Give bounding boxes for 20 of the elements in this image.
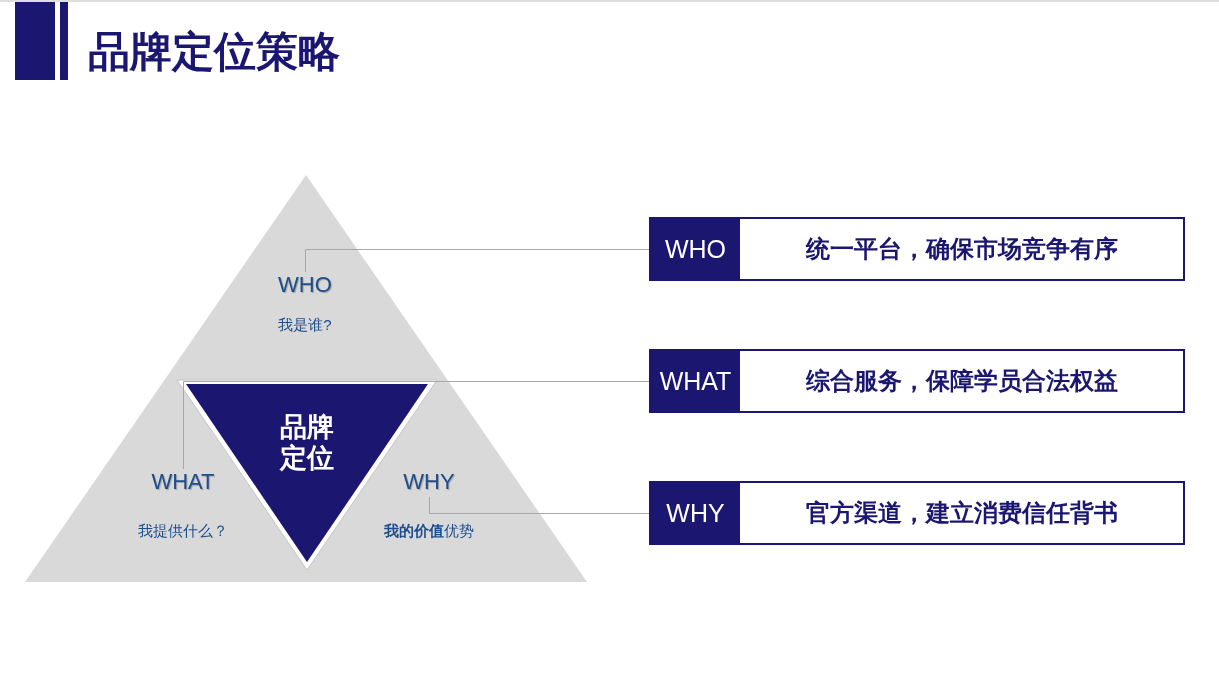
leader-line <box>429 496 650 514</box>
center-text: 品牌定位 <box>278 412 335 474</box>
statement-box <box>649 349 1185 413</box>
leader-line <box>183 381 650 470</box>
statement-text: 综合服务，保障学员合法权益 <box>805 366 1118 396</box>
heading-text: WHAT <box>151 469 215 495</box>
question-text: 我是谁? <box>278 315 332 335</box>
category-tab: WHY <box>651 483 740 543</box>
heading-text: WHY <box>403 469 455 495</box>
leader-line <box>305 249 650 273</box>
heading-text: WHO <box>278 272 332 298</box>
question-text: 我提供什么？ <box>138 521 228 541</box>
statement-text: 官方渠道，建立消费信任背书 <box>805 498 1118 528</box>
question-text: 我的价值优势 <box>384 521 474 541</box>
statement-box <box>649 217 1185 281</box>
statement-box <box>649 481 1185 545</box>
page-title: 品牌定位策略 <box>88 29 340 75</box>
statement-text: 统一平台，确保市场竞争有序 <box>805 234 1118 264</box>
category-tab: WHAT <box>651 351 740 411</box>
category-tab: WHO <box>651 219 740 279</box>
